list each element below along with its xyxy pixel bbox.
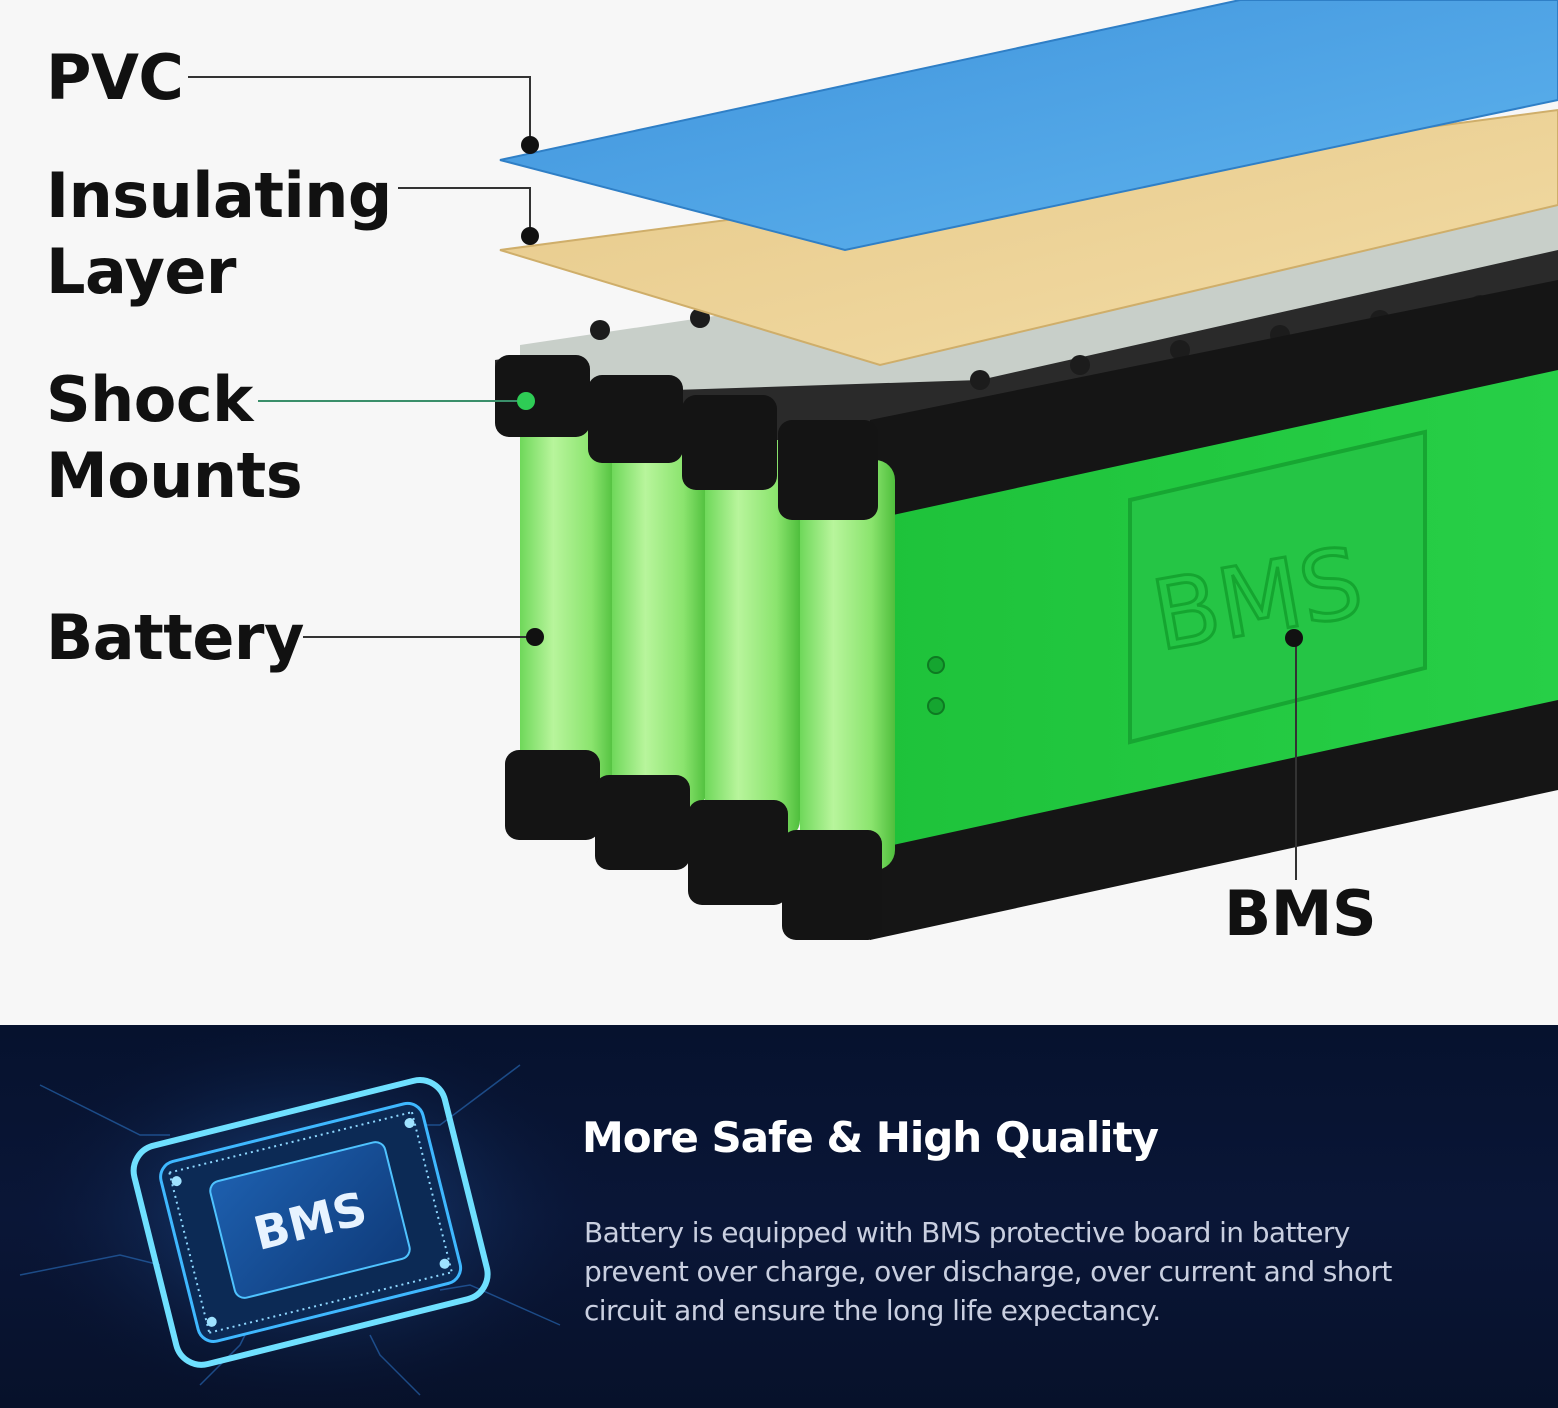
battery-structure-diagram: BMS (46, 0, 1558, 950)
battery-cells (520, 400, 895, 870)
feature-panel: BMS More Safe & High Quality Battery is … (0, 1025, 1558, 1408)
bms-chip-illustration: BMS (10, 1025, 610, 1408)
callout-dots (517, 136, 1303, 647)
pvc-leader-line (188, 76, 531, 143)
shock-mount-holders (495, 355, 882, 940)
bms-board-plate (1128, 429, 1427, 745)
feature-description: Battery is equipped with BMS protective … (584, 1216, 1392, 1327)
callout-label-insulating-layer: Insulating Layer (46, 159, 392, 308)
pvc-sheet (499, 0, 1558, 252)
callout-leaders (188, 76, 1297, 880)
feature-title: More Safe & High Quality (582, 1113, 1159, 1162)
insulating-leader-line (398, 187, 531, 236)
callout-label-battery: Battery (46, 601, 304, 674)
callout-label-pvc: PVC (46, 41, 184, 114)
callout-label-bms: BMS (1224, 877, 1377, 950)
battery-pack-illustration: BMS (188, 0, 1558, 940)
callout-label-shock-mounts: Shock Mounts (46, 363, 303, 512)
side-holders (870, 280, 1558, 940)
